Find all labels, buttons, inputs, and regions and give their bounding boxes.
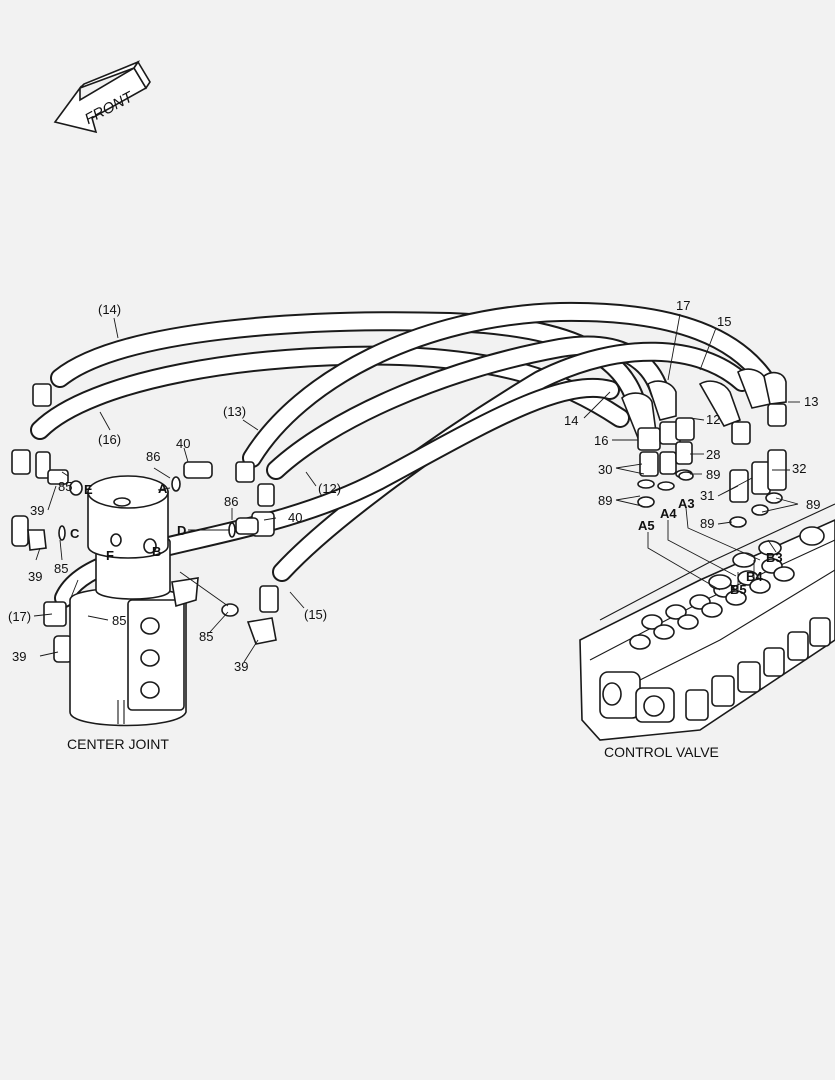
control-valve bbox=[579, 503, 835, 741]
callout-39-a: 39 bbox=[30, 503, 44, 518]
callout-14: 14 bbox=[564, 413, 578, 428]
center-joint bbox=[69, 475, 199, 727]
callout-30: 30 bbox=[598, 462, 612, 477]
callout-16: 16 bbox=[594, 433, 608, 448]
port-labels: A B C D E F A3 A4 A5 B3 B4 B5 bbox=[70, 481, 783, 597]
hose-13 bbox=[242, 301, 778, 468]
callout-12: 12 bbox=[706, 412, 720, 427]
port-a4: A4 bbox=[660, 506, 677, 521]
callout-85-a: 85 bbox=[58, 479, 72, 494]
hose-end-fittings-left bbox=[11, 383, 279, 663]
port-f: F bbox=[106, 548, 114, 563]
callout-89-c: 89 bbox=[806, 497, 820, 512]
port-a3: A3 bbox=[678, 496, 695, 511]
port-b3: B3 bbox=[766, 550, 783, 565]
port-d: D bbox=[177, 523, 186, 538]
port-a5: A5 bbox=[638, 518, 655, 533]
callout-40-a: 40 bbox=[176, 436, 190, 451]
port-b4: B4 bbox=[746, 569, 763, 584]
callout-31: 31 bbox=[700, 488, 714, 503]
callout-15-ref: (15) bbox=[304, 607, 327, 622]
callout-39-c: 39 bbox=[12, 649, 26, 664]
callout-85-d: 85 bbox=[199, 629, 213, 644]
port-a: A bbox=[158, 481, 168, 496]
callout-15: 15 bbox=[717, 314, 731, 329]
callout-12-ref: (12) bbox=[318, 481, 341, 496]
center-joint-caption: CENTER JOINT bbox=[67, 736, 169, 752]
callout-89-b: 89 bbox=[598, 493, 612, 508]
control-valve-caption: CONTROL VALVE bbox=[604, 744, 719, 760]
callout-85-c: 85 bbox=[112, 613, 126, 628]
callout-32: 32 bbox=[792, 461, 806, 476]
control-valve-fittings bbox=[621, 368, 787, 528]
hose-15 bbox=[272, 341, 752, 582]
port-c: C bbox=[70, 526, 80, 541]
callout-86-a: 86 bbox=[146, 449, 160, 464]
callout-39-b: 39 bbox=[28, 569, 42, 584]
leader-lines bbox=[33, 313, 800, 663]
callout-14-ref: (14) bbox=[98, 302, 121, 317]
callout-86-b: 86 bbox=[224, 494, 238, 509]
port-b: B bbox=[152, 544, 161, 559]
callout-17: 17 bbox=[676, 298, 690, 313]
callout-13: 13 bbox=[804, 394, 818, 409]
callout-40-b: 40 bbox=[288, 510, 302, 525]
port-b5: B5 bbox=[730, 582, 747, 597]
callout-16-ref: (16) bbox=[98, 432, 121, 447]
front-arrow: FRONT bbox=[53, 60, 151, 134]
callout-labels: (14) (16) (13) (12) (15) (17) 17 15 14 1… bbox=[8, 298, 820, 674]
callout-85-b: 85 bbox=[54, 561, 68, 576]
callout-17-ref: (17) bbox=[8, 609, 31, 624]
callout-28: 28 bbox=[706, 447, 720, 462]
callout-89-d: 89 bbox=[700, 516, 714, 531]
callout-13-ref: (13) bbox=[223, 404, 246, 419]
port-e: E bbox=[84, 482, 93, 497]
callout-39-d: 39 bbox=[234, 659, 248, 674]
callout-89-a: 89 bbox=[706, 467, 720, 482]
